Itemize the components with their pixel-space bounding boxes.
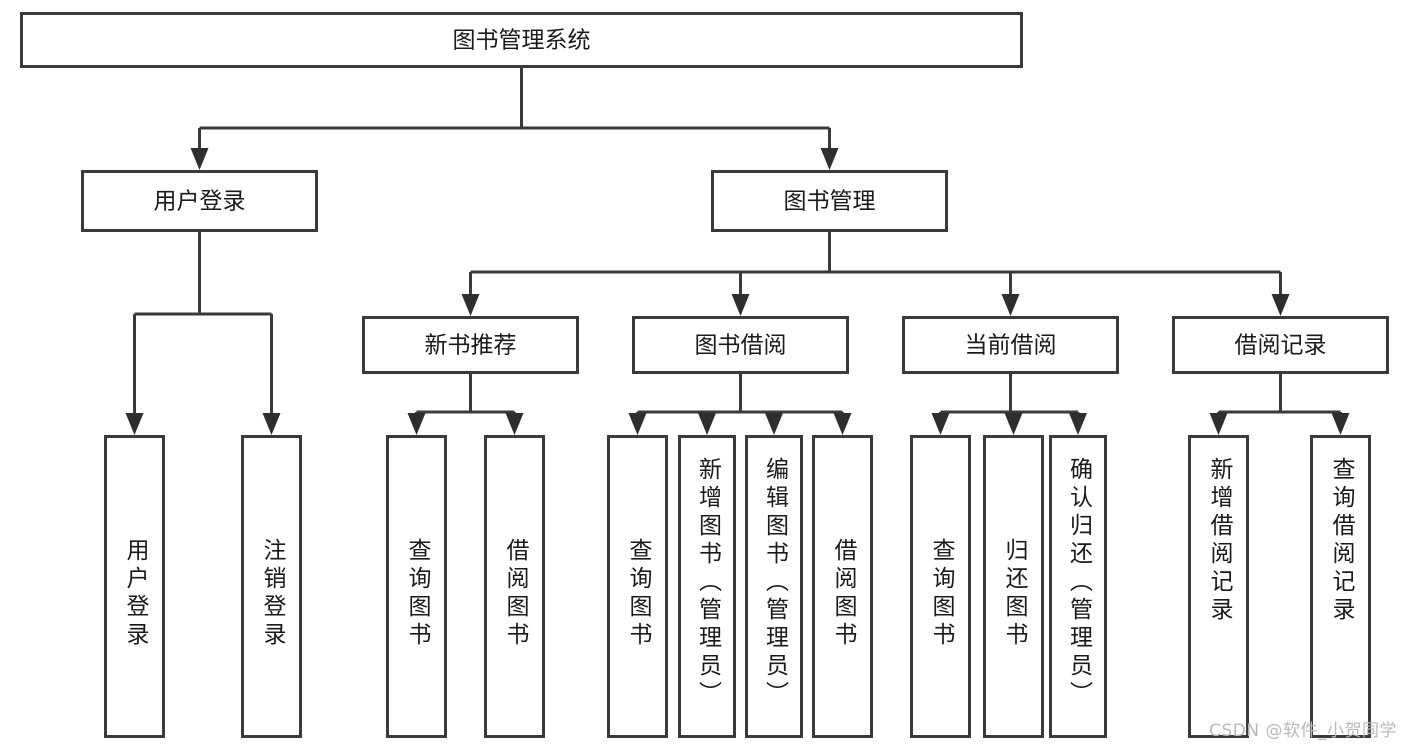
node-leaf-5[interactable] [678,435,736,738]
node-l3-label-1: 图书借阅 [695,333,787,359]
arrowhead-login-0 [125,413,144,435]
node-leaf-10[interactable] [1049,435,1107,738]
node-leaf-0[interactable] [104,435,165,738]
node-l2-label-0: 用户登录 [154,189,246,215]
arrowhead-l3-1-2 [765,413,783,435]
arrowhead-root-0 [190,148,209,170]
boxes-layer [20,12,1389,738]
node-l3-2[interactable] [902,316,1119,374]
node-leaf-1[interactable] [241,435,302,738]
node-leaf-6[interactable] [745,435,803,738]
node-leaf-9[interactable] [983,435,1044,738]
node-leaf-7[interactable] [812,435,873,738]
arrowhead-l3-2-1 [1004,413,1023,435]
node-leaf-4[interactable] [607,435,668,738]
arrowhead-login-1 [262,413,281,435]
arrowhead-root-1 [820,148,839,170]
node-root[interactable] [20,12,1023,68]
node-leaf-12[interactable] [1310,435,1371,738]
arrowhead-mgr-0 [461,294,480,316]
node-l2-1[interactable] [711,170,948,232]
node-leaf-2[interactable] [386,435,447,738]
connectors-layer [125,68,1350,435]
node-l3-0[interactable] [362,316,579,374]
node-root-label: 图书管理系统 [453,28,591,54]
node-l3-label-2: 当前借阅 [965,333,1057,359]
node-l2-0[interactable] [81,170,318,232]
node-l3-label-0: 新书推荐 [425,333,517,359]
arrowhead-mgr-3 [1271,294,1290,316]
node-l3-label-3: 借阅记录 [1235,333,1327,359]
arrowhead-l3-3-1 [1331,413,1350,435]
node-l3-3[interactable] [1172,316,1389,374]
node-l3-1[interactable] [632,316,849,374]
arrowhead-l3-2-2 [1069,413,1087,435]
arrowhead-l3-2-0 [931,413,950,435]
arrowhead-l3-1-3 [833,413,852,435]
node-leaf-3[interactable] [484,435,545,738]
arrowhead-mgr-1 [731,294,750,316]
arrowhead-l3-1-0 [628,413,647,435]
arrowhead-l3-1-1 [698,413,716,435]
node-leaf-8[interactable] [910,435,971,738]
node-l2-label-1: 图书管理 [784,189,876,215]
arrowhead-l3-0-1 [505,413,524,435]
arrowhead-l3-0-0 [407,413,426,435]
arrowhead-l3-3-0 [1209,413,1228,435]
node-leaf-11[interactable] [1188,435,1249,738]
arrowhead-mgr-2 [1001,294,1020,316]
watermark-text: CSDN @软件_小贺同学 [1209,721,1397,741]
